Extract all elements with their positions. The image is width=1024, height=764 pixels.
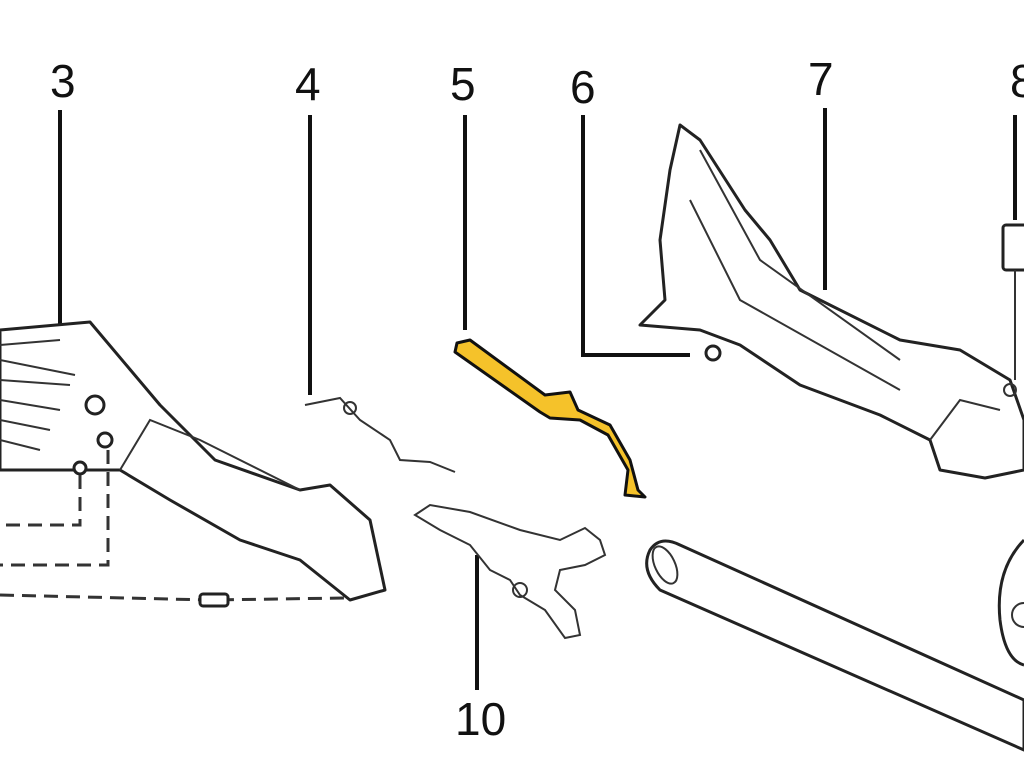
- partial-wheel: [997, 538, 1024, 667]
- callout-4: 4: [295, 58, 321, 110]
- part-3-housing: [0, 320, 387, 608]
- part-6-screw: [704, 344, 722, 362]
- part-4-spring: [304, 396, 456, 473]
- part-5-lever-highlighted: [453, 338, 647, 499]
- callout-5: 5: [450, 58, 476, 110]
- callout-10: 10: [455, 693, 506, 745]
- callout-8: 8: [1010, 55, 1024, 107]
- callout-3: 3: [50, 55, 76, 107]
- shaft-tube: [645, 539, 1024, 752]
- callout-7: 7: [808, 53, 834, 105]
- part-10-trigger: [413, 503, 607, 640]
- callout-6: 6: [570, 61, 596, 113]
- part-8-fitting: [1001, 223, 1024, 380]
- leader-lines: [58, 108, 1017, 690]
- part-7-frame: [638, 123, 1024, 480]
